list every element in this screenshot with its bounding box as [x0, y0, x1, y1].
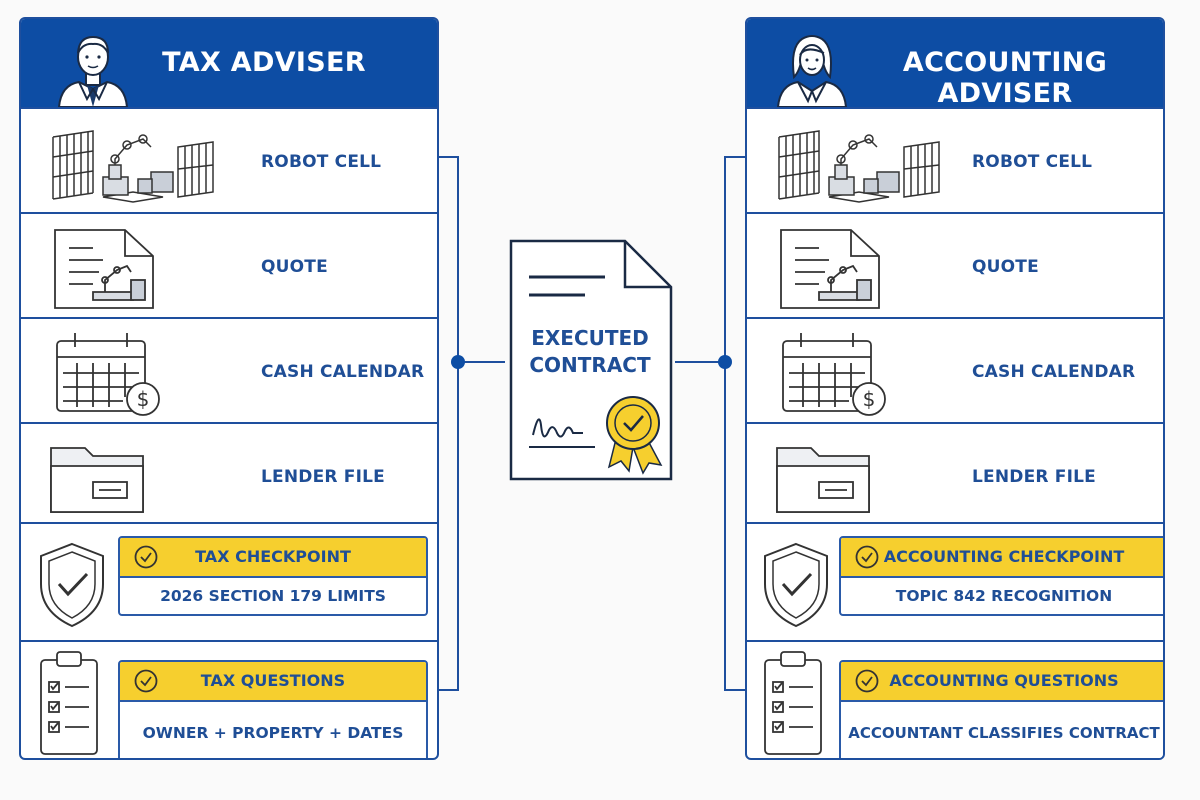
- cash-calendar-icon: $: [782, 333, 886, 416]
- left-junction-dot: [451, 355, 465, 369]
- right-junction-dot: [718, 355, 732, 369]
- accounting-checkpoint-card: ACCOUNTING CHECKPOINT TOPIC 842 RECOGNIT…: [839, 536, 1163, 616]
- contract-title-line2: CONTRACT: [529, 353, 651, 377]
- row-quote: QUOTE: [747, 212, 1163, 317]
- accounting-adviser-panel: ACCOUNTING ADVISER ROBOT CELL: [745, 17, 1165, 760]
- row-label-cash-calendar: CASH CALENDAR: [261, 362, 425, 382]
- row-label-robot-cell: ROBOT CELL: [261, 152, 382, 172]
- clipboard-checklist-icon: [764, 651, 822, 755]
- svg-text:$: $: [137, 387, 150, 411]
- tax-checkpoint-card: TAX CHECKPOINT 2026 SECTION 179 LIMITS: [118, 536, 428, 616]
- row-label-lender-file: LENDER FILE: [261, 467, 385, 487]
- clipboard-checklist-icon: [40, 651, 98, 755]
- row-accounting-questions: ACCOUNTING QUESTIONS ACCOUNTANT CLASSIFI…: [747, 640, 1163, 758]
- accounting-questions-title: ACCOUNTING QUESTIONS: [889, 671, 1119, 690]
- robot-cell-icon: [52, 130, 214, 203]
- folder-icon: [50, 447, 144, 513]
- accounting-questions-detail: ACCOUNTANT CLASSIFIES CONTRACT: [848, 724, 1160, 742]
- tax-questions-detail: OWNER + PROPERTY + DATES: [142, 724, 404, 742]
- tax-adviser-header: TAX ADVISER: [21, 19, 437, 107]
- shield-check-icon: [40, 542, 104, 628]
- row-cash-calendar: $ CASH CALENDAR: [21, 317, 437, 422]
- executed-contract-document-icon: [509, 239, 673, 481]
- svg-text:$: $: [863, 387, 876, 411]
- accounting-checkpoint-detail: TOPIC 842 RECOGNITION: [895, 587, 1113, 605]
- tax-questions-title: TAX QUESTIONS: [200, 671, 346, 690]
- accounting-questions-card: ACCOUNTING QUESTIONS ACCOUNTANT CLASSIFI…: [839, 660, 1163, 758]
- accounting-adviser-title: ACCOUNTING ADVISER: [902, 47, 1108, 109]
- row-quote: QUOTE: [21, 212, 437, 317]
- check-circle-icon: [134, 669, 158, 693]
- row-tax-questions: TAX QUESTIONS OWNER + PROPERTY + DATES: [21, 640, 437, 758]
- quote-icon: [54, 229, 154, 309]
- accounting-checkpoint-title: ACCOUNTING CHECKPOINT: [883, 547, 1125, 566]
- row-lender-file: LENDER FILE: [21, 422, 437, 522]
- row-robot-cell: ROBOT CELL: [747, 107, 1163, 212]
- row-label-quote: QUOTE: [261, 257, 328, 277]
- check-circle-icon: [134, 545, 158, 569]
- tax-questions-card: TAX QUESTIONS OWNER + PROPERTY + DATES: [118, 660, 428, 758]
- tax-checkpoint-title: TAX CHECKPOINT: [195, 547, 351, 566]
- folder-icon: [776, 447, 870, 513]
- robot-cell-icon: [778, 130, 940, 203]
- accounting-checkpoint-header: ACCOUNTING CHECKPOINT: [841, 538, 1163, 578]
- row-cash-calendar: $ CASH CALENDAR: [747, 317, 1163, 422]
- accounting-questions-header: ACCOUNTING QUESTIONS: [841, 662, 1163, 702]
- row-label-cash-calendar: CASH CALENDAR: [972, 362, 1136, 382]
- quote-icon: [780, 229, 880, 309]
- row-lender-file: LENDER FILE: [747, 422, 1163, 522]
- row-robot-cell: ROBOT CELL: [21, 107, 437, 212]
- row-label-lender-file: LENDER FILE: [972, 467, 1096, 487]
- tax-questions-header: TAX QUESTIONS: [120, 662, 426, 702]
- check-circle-icon: [855, 545, 879, 569]
- cash-calendar-icon: $: [56, 333, 160, 416]
- row-label-quote: QUOTE: [972, 257, 1039, 277]
- tax-adviser-panel: TAX ADVISER ROBOT CELL: [19, 17, 439, 760]
- accounting-adviser-header: ACCOUNTING ADVISER: [747, 19, 1163, 109]
- contract-title: EXECUTED CONTRACT: [505, 325, 675, 379]
- contract-title-line1: EXECUTED: [531, 326, 649, 350]
- shield-check-icon: [764, 542, 828, 628]
- female-adviser-avatar-icon: [776, 35, 848, 107]
- row-label-robot-cell: ROBOT CELL: [972, 152, 1093, 172]
- row-tax-checkpoint: TAX CHECKPOINT 2026 SECTION 179 LIMITS: [21, 522, 437, 640]
- check-circle-icon: [855, 669, 879, 693]
- tax-checkpoint-header: TAX CHECKPOINT: [120, 538, 426, 578]
- male-adviser-avatar-icon: [57, 35, 129, 107]
- tax-adviser-title: TAX ADVISER: [162, 47, 366, 78]
- row-accounting-checkpoint: ACCOUNTING CHECKPOINT TOPIC 842 RECOGNIT…: [747, 522, 1163, 640]
- tax-checkpoint-detail: 2026 SECTION 179 LIMITS: [160, 587, 386, 605]
